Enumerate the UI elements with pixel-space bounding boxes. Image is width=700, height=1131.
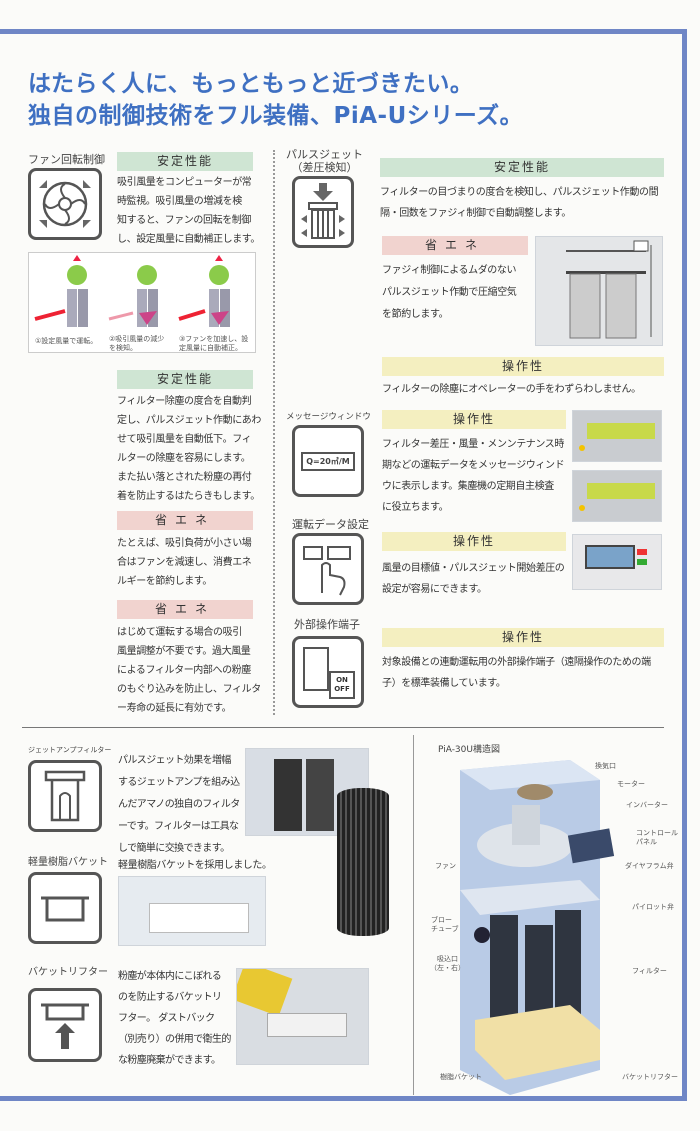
bottom-divider <box>413 735 414 1095</box>
resin-bucket-description: 軽量樹脂バケットを採用しました。 <box>118 860 272 871</box>
section-divider <box>22 727 664 728</box>
left2-bar: 安定性能 <box>117 370 253 389</box>
switch-on-label: ON <box>336 676 348 684</box>
jet-amp-filter-label: ジェットアンプフィルター <box>28 746 112 754</box>
left4-description: はじめて運転する場合の吸引風量調整が不要です。過大風量によるフィルター内部への粉… <box>117 627 261 714</box>
resin-bucket-image <box>118 876 266 946</box>
pulse-jet-diagram-image <box>535 236 663 346</box>
fan-illustration: ①設定風量で運転。 ②吸引風量の減少 を検知。 ③ファンを加速し、設 定風量に自… <box>28 252 256 353</box>
bucket-icon <box>28 872 102 944</box>
left2-description: フィルター除塵の度合を自動判定し、パルスジェット作動にあわせて吸引風量を自動低下… <box>117 396 261 502</box>
message-description: フィルター差圧・風量・メンンテナンス時期などの運転データをメッセージウィンドウに… <box>382 439 565 513</box>
headline-1: はたらく人に、もっともっと近づきたい。 <box>28 71 474 97</box>
label-intake: 吸込口 （左・右） <box>430 955 465 972</box>
pulse-stability-bar: 安定性能 <box>380 158 664 177</box>
jet-amp-filter-icon <box>28 760 102 832</box>
label-motor: モーター <box>617 780 645 788</box>
structure-diagram <box>460 760 615 1095</box>
operability-description-1: フィルターの除塵にオペレーターの手をわずらわしません。 <box>382 384 641 395</box>
label-filter: フィルター <box>632 967 667 975</box>
diagram-title: PiA-30U構造図 <box>438 745 500 755</box>
label-inverter: インバーター <box>626 801 668 809</box>
left3-description: たとえば、吸引負荷が小さい場合はファンを減速し、消費エネルギーを節約します。 <box>117 538 252 587</box>
external-bar: 操作性 <box>382 628 664 647</box>
page-frame <box>0 29 687 1101</box>
message-window-screen: Q=20㎥/M <box>301 451 355 471</box>
pulse-jet-label: パルスジェット（差圧検知） <box>286 148 363 174</box>
external-description: 対象設備との連動運転用の外部操作端子（遠隔操作のための端子）を標準装備しています… <box>382 657 651 689</box>
pulse-energy-description: ファジィ制御によるムダのないパルスジェット作動で圧縮空気を節約します。 <box>382 265 517 320</box>
message-window-icon: Q=20㎥/M <box>292 425 364 497</box>
fan-stability-bar: 安定性能 <box>117 152 253 171</box>
fan-step-2: ②吸引風量の減少 を検知。 <box>109 335 165 352</box>
data-setting-description: 風量の目標値・パルスジェット開始差圧の設定が容易にできます。 <box>382 563 565 595</box>
pulse-energy-bar: 省エネ <box>382 236 528 255</box>
label-bucket-lifter: バケットリフター <box>622 1073 678 1081</box>
left4-bar: 省エネ <box>117 600 253 619</box>
message-window-label: メッセージウィンドウ <box>286 412 371 422</box>
label-pilot-valve: パイロット弁 <box>632 903 674 911</box>
label-diaphragm: ダイヤフラム弁 <box>625 862 674 870</box>
fan-step-1: ①設定風量で運転。 <box>35 337 98 345</box>
control-panel-image <box>572 534 662 590</box>
bucket-lifter-icon <box>28 988 102 1062</box>
switch-off-label: OFF <box>334 685 350 693</box>
resin-bucket-label: 軽量樹脂バケット <box>28 857 108 868</box>
label-control-panel: コントロール パネル <box>636 829 678 846</box>
label-resin-bucket: 樹脂バケット <box>440 1073 482 1081</box>
fan-icon <box>28 168 102 240</box>
fan-control-label: ファン回転制御 <box>28 153 105 166</box>
fan-description: 吸引風量をコンピューターが常時監視。吸引風量の増減を検知すると、ファンの回転を制… <box>117 177 260 245</box>
jet-amp-description: パルスジェット効果を増幅するジェットアンプを組み込んだアマノの独自のフィルターで… <box>118 755 240 854</box>
external-terminal-label: 外部操作端子 <box>294 618 360 631</box>
label-exhaust: 換気口 <box>595 762 616 770</box>
bucket-lifter-description: 粉塵が本体内にこぼれるのを防止するバケットリフター。 ダストバック（別売り）の併… <box>118 971 231 1066</box>
message-bar: 操作性 <box>382 410 566 429</box>
data-setting-label: 運転データ設定 <box>292 518 369 531</box>
pulse-jet-filter-icon <box>292 176 354 248</box>
data-setting-bar: 操作性 <box>382 532 566 551</box>
bucket-lifter-image <box>236 968 369 1065</box>
touch-panel-icon <box>292 533 364 605</box>
message-screen-image-2 <box>572 470 662 522</box>
headline-2: 独自の制御技術をフル装備、PiA-Uシリーズ。 <box>28 103 524 129</box>
pulse-description: フィルターの目づまりの度合を検知し、パルスジェット作動の間隔・回数をファジィ制御… <box>380 187 659 219</box>
fan-step-3: ③ファンを加速し、設 定風量に自動補正。 <box>179 335 249 352</box>
jet-amp-filter-image <box>337 788 389 936</box>
message-screen-image-1 <box>572 410 662 462</box>
operability-bar-1: 操作性 <box>382 357 664 376</box>
label-blow-tube: ブロー チューブ <box>431 916 459 933</box>
label-fan: ファン <box>435 862 456 870</box>
bucket-lifter-label: バケットリフター <box>28 967 108 978</box>
column-divider <box>273 150 275 715</box>
left3-bar: 省エネ <box>117 511 253 530</box>
